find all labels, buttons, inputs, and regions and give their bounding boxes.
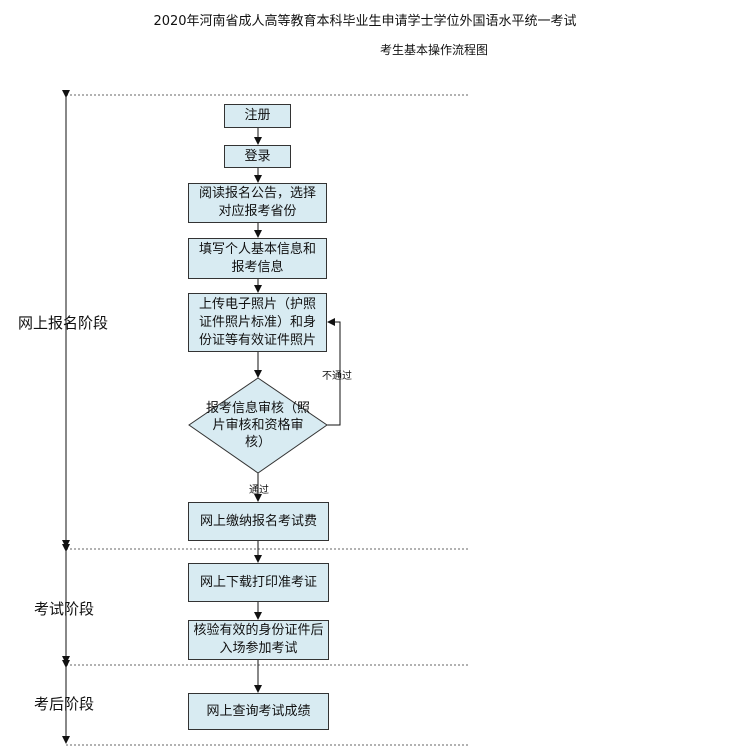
review-diamond [188, 377, 328, 474]
diagram-subtitle: 考生基本操作流程图 [379, 43, 488, 57]
step-verify-id: 核验有效的身份证件后入场参加考试 [188, 620, 329, 660]
step-read-notice: 阅读报名公告，选择对应报考省份 [188, 183, 327, 223]
edge-label-fail: 不通过 [322, 371, 352, 382]
stage-online-registration: 网上报名阶段 [18, 314, 109, 332]
step-review: 报考信息审核（照片审核和资格审核） [205, 401, 310, 450]
diagram-title: 2020年河南省成人高等教育本科毕业生申请学士学位外国语水平统一考试 [153, 14, 577, 29]
edge-label-pass: 通过 [249, 485, 269, 496]
step-register: 注册 [224, 104, 291, 128]
step-query-score: 网上查询考试成绩 [188, 693, 329, 730]
fail-loop-arrow [326, 318, 341, 426]
step-upload-photos: 上传电子照片（护照证件照片标准）和身份证等有效证件照片 [188, 293, 327, 352]
step-pay: 网上缴纳报名考试费 [188, 502, 329, 541]
stage-post-exam: 考后阶段 [34, 695, 95, 713]
step-download-admission: 网上下载打印准考证 [188, 563, 329, 602]
step-login: 登录 [224, 145, 291, 168]
step-fill-info: 填写个人基本信息和报考信息 [188, 238, 327, 279]
stage-exam: 考试阶段 [34, 600, 95, 618]
